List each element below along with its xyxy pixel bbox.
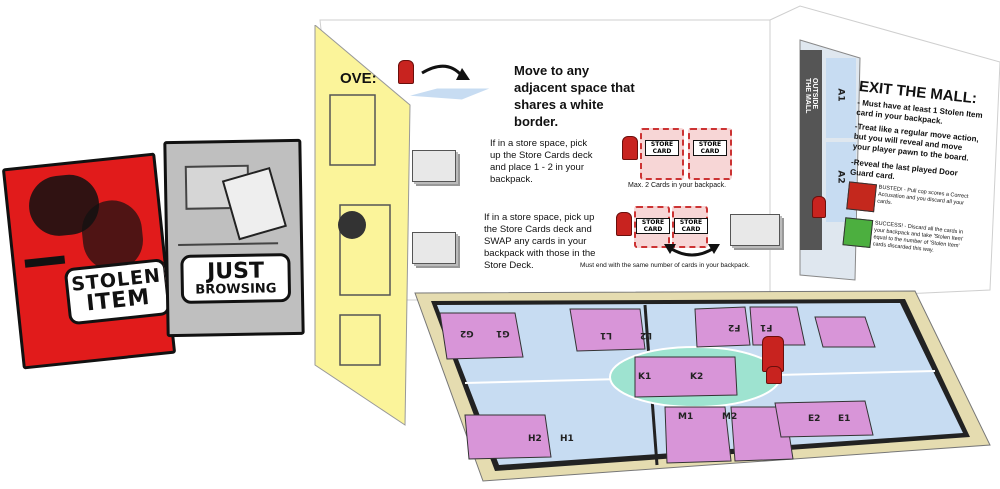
pickup-caption: Max. 2 Cards in your backpack.: [628, 182, 727, 189]
swap-caption: Must end with the same number of cards i…: [580, 262, 750, 269]
store-label-h2: H2: [528, 434, 542, 444]
move-rule-text: Move to any adjacent space that shares a…: [514, 63, 635, 129]
side-space-a1: [826, 58, 856, 138]
store-label-e2: E2: [808, 414, 821, 424]
store-label-k1: K1: [638, 372, 652, 382]
side-label-a1: A1: [835, 88, 846, 102]
store-label-g2: G2: [460, 328, 474, 338]
success-text: SUCCESS! - Discard all the cards in your…: [872, 220, 964, 254]
just-browsing-label: JUST BROWSING: [180, 253, 292, 304]
just-browsing-line2: BROWSING: [195, 281, 277, 298]
store-deck-icon-2: [412, 232, 456, 264]
pawn-icon-3: [616, 212, 632, 236]
board-pawn-base-icon: [766, 366, 782, 384]
move-arrow-icon: [406, 64, 493, 101]
move-header: OVE:: [340, 70, 377, 87]
store-label-l2: L2: [640, 330, 652, 340]
store-card-label-3: STORE CARD: [636, 218, 670, 234]
just-browsing-card: JUST BROWSING: [163, 138, 305, 338]
busted-text: BUSTED! - Pull cop scores a Correct Accu…: [876, 184, 969, 207]
store-label-m2: M2: [722, 412, 738, 422]
swap-arrow-icon: [664, 244, 720, 257]
store-label-f2: F2: [728, 322, 741, 332]
store-label-f1: F1: [760, 322, 773, 332]
card-art-box: [221, 166, 287, 241]
busted-icon: [846, 181, 877, 213]
store-card-icon-2: STORE CARD: [688, 128, 732, 180]
pawn-icon-2: [622, 136, 638, 160]
pawn-icon: [398, 60, 414, 84]
card-art-line: [24, 255, 66, 268]
store-label-g1: G1: [496, 328, 510, 338]
store-label-k2: K2: [690, 372, 704, 382]
card-art-shelf: [178, 242, 279, 246]
store-deck-icon-3: [730, 214, 780, 246]
stolen-item-card: STOLEN ITEM: [1, 152, 177, 370]
game-board: [414, 290, 991, 482]
pickup-rule-text: If in a store space, pick up the Store C…: [490, 138, 593, 185]
store-card-icon-3: STORE CARD: [634, 206, 670, 248]
store-card-label-2: STORE CARD: [693, 140, 727, 156]
store-card-label-4: STORE CARD: [674, 218, 708, 234]
side-label-a2: A2: [835, 170, 846, 184]
just-browsing-line1: JUST: [206, 258, 265, 285]
pawn-icon-4: [812, 196, 826, 218]
success-icon: [842, 217, 874, 249]
store-label-h1: H1: [560, 434, 574, 444]
store-label-l1: L1: [600, 330, 612, 340]
store-label-e1: E1: [838, 414, 851, 424]
stolen-item-label: STOLEN ITEM: [63, 258, 172, 326]
store-deck-icon: [412, 150, 456, 182]
outside-mall-label: OUTSIDE THE MALL: [804, 78, 818, 114]
store-card-label: STORE CARD: [645, 140, 679, 156]
store-label-m1: M1: [678, 412, 694, 422]
swap-rule-text: If in a store space, pick up the Store C…: [484, 212, 596, 271]
store-card-icon-4: STORE CARD: [672, 206, 708, 248]
store-card-icon: STORE CARD: [640, 128, 684, 180]
yellow-flap: [314, 25, 411, 426]
